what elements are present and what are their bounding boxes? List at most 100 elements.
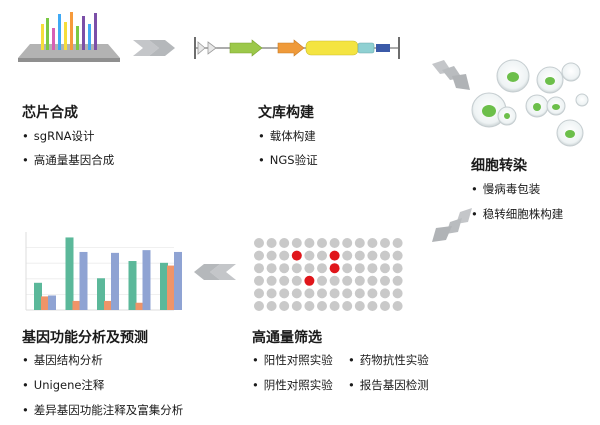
- well: [266, 250, 277, 261]
- well: [392, 288, 403, 299]
- bar: [48, 295, 56, 310]
- bar: [135, 302, 144, 310]
- stage-screening-item: 报告基因检测: [348, 377, 429, 393]
- well: [279, 238, 290, 248]
- well: [380, 288, 390, 299]
- bar: [160, 262, 168, 310]
- well: [367, 238, 378, 248]
- hit-well: [291, 250, 302, 261]
- stage-library-title: 文库构建: [258, 105, 314, 121]
- well: [279, 275, 290, 286]
- well: [342, 288, 353, 299]
- well: [304, 263, 315, 274]
- well: [354, 238, 365, 248]
- well-plate: [254, 238, 403, 311]
- well: [291, 288, 302, 299]
- well: [291, 263, 302, 274]
- well: [304, 238, 315, 248]
- stage-transfection-item: 慢病毒包装: [471, 181, 541, 197]
- stage-screening-item: 药物抗性实验: [348, 352, 429, 368]
- well: [291, 275, 302, 286]
- stage-screening-item: 阳性对照实验: [252, 352, 333, 368]
- cells-illustration: [471, 59, 589, 147]
- well: [254, 250, 264, 261]
- well: [329, 238, 340, 248]
- well: [354, 301, 365, 311]
- well: [291, 301, 302, 311]
- bar: [65, 237, 74, 310]
- well: [291, 238, 302, 248]
- well: [317, 250, 327, 261]
- well: [392, 301, 403, 311]
- flow-arrow-4: [194, 264, 236, 280]
- well: [329, 288, 340, 299]
- well: [380, 275, 390, 286]
- well: [342, 263, 353, 274]
- bar: [104, 300, 112, 310]
- bar: [167, 265, 175, 310]
- stage-library-item: NGS验证: [258, 152, 318, 168]
- flow-arrow-1: [133, 40, 175, 56]
- well: [266, 275, 277, 286]
- well: [342, 238, 353, 248]
- well: [367, 275, 378, 286]
- bar: [174, 251, 182, 310]
- flow-arrow-3: [432, 208, 472, 242]
- stage-analysis-item: 基因结构分析: [22, 352, 103, 368]
- analysis-bar-chart: [22, 230, 182, 316]
- well: [254, 263, 264, 274]
- stage-transfection-item: 稳转细胞株构建: [471, 206, 564, 222]
- well: [354, 275, 365, 286]
- well: [342, 301, 353, 311]
- well: [279, 263, 290, 274]
- well: [367, 263, 378, 274]
- well: [266, 301, 277, 311]
- well: [317, 288, 327, 299]
- hit-well: [329, 250, 340, 261]
- well: [254, 238, 264, 248]
- stage-analysis-item: Unigene注释: [22, 377, 105, 393]
- stage-analysis-title: 基因功能分析及预测: [22, 330, 148, 346]
- bar: [79, 251, 88, 310]
- well: [342, 275, 353, 286]
- well: [266, 288, 277, 299]
- well: [367, 301, 378, 311]
- well: [304, 301, 315, 311]
- well: [329, 275, 340, 286]
- well: [254, 275, 264, 286]
- bar: [97, 278, 105, 310]
- bar: [41, 296, 49, 310]
- well: [304, 288, 315, 299]
- well: [254, 288, 264, 299]
- well: [392, 263, 403, 274]
- well: [279, 288, 290, 299]
- hit-well: [329, 263, 340, 274]
- well: [354, 288, 365, 299]
- well: [380, 250, 390, 261]
- stage-chip-item: 高通量基因合成: [22, 152, 115, 168]
- stage-screening-item: 阴性对照实验: [252, 377, 333, 393]
- stage-transfection-title: 细胞转染: [471, 158, 527, 174]
- stage-analysis-item: 差异基因功能注释及富集分析: [22, 402, 184, 418]
- bar: [34, 282, 42, 310]
- hit-well: [304, 275, 315, 286]
- well: [354, 250, 365, 261]
- bar: [142, 250, 151, 310]
- well: [342, 250, 353, 261]
- well: [266, 263, 277, 274]
- well: [266, 238, 277, 248]
- well: [354, 263, 365, 274]
- well: [317, 263, 327, 274]
- bar: [111, 252, 119, 310]
- well: [317, 275, 327, 286]
- well: [392, 238, 403, 248]
- vector-illustration: [194, 37, 400, 59]
- bar: [72, 300, 81, 310]
- well: [254, 301, 264, 311]
- well: [380, 301, 390, 311]
- well: [279, 301, 290, 311]
- well: [380, 263, 390, 274]
- well: [317, 301, 327, 311]
- well: [279, 250, 290, 261]
- well: [367, 288, 378, 299]
